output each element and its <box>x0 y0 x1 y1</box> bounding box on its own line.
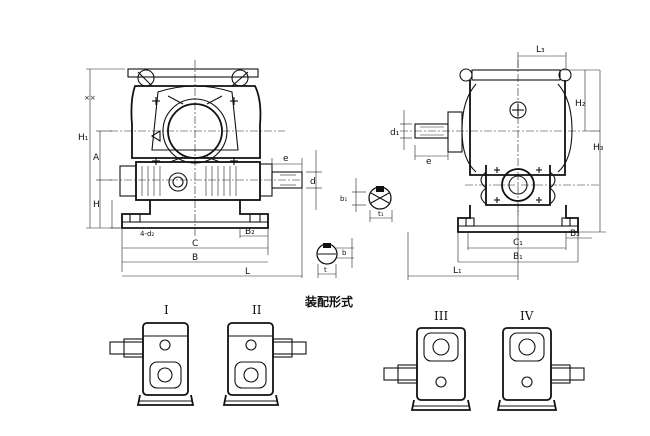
dim-l: L <box>245 267 250 277</box>
dim-b: B <box>192 253 198 263</box>
assembly-type-1: I <box>109 303 195 406</box>
dim-h3: H₃ <box>593 143 604 153</box>
dim-h2: H₂ <box>575 99 586 109</box>
front-view: H₁ A H ×× C B L B₂ 4-d₂ e <box>78 60 322 278</box>
dim-h1: H₁ <box>78 133 89 143</box>
key-detail-1: b₁ t₁ <box>340 178 393 222</box>
dim-h: H <box>93 200 100 210</box>
dim-c1: C₁ <box>513 238 523 248</box>
type-label-3: III <box>434 309 448 323</box>
dim-l1: L₁ <box>453 266 462 276</box>
key-detail-2: b t <box>316 238 354 278</box>
dim-c: C <box>192 239 198 249</box>
dim-key-t: t <box>324 266 327 274</box>
assembly-caption: 装配形式 <box>304 294 353 309</box>
type-label-2: II <box>252 303 262 317</box>
dim-xx: ×× <box>84 94 96 102</box>
dim-b1: b₁ <box>340 195 347 203</box>
dim-d1: d₁ <box>390 128 400 138</box>
type-label-1: I <box>164 303 169 317</box>
dim-e-front: e <box>283 154 289 164</box>
assembly-type-4: IV <box>496 309 585 411</box>
assembly-type-3: III <box>383 309 472 411</box>
dim-t1: t₁ <box>378 210 384 218</box>
dim-e-side: e <box>426 157 432 167</box>
dim-holes: 4-d₂ <box>140 230 154 238</box>
dim-b1: B₁ <box>513 252 523 262</box>
assembly-type-2: II <box>222 303 307 406</box>
dim-key-b: b <box>342 249 347 257</box>
dim-b2: B₂ <box>245 227 255 237</box>
dim-a: A <box>93 153 100 163</box>
side-view: L₃ H₂ H₃ d₁ e C₁ B₃ B₁ L₁ <box>390 45 606 280</box>
dim-d-front: d <box>310 177 316 187</box>
type-label-4: IV <box>520 309 534 323</box>
dim-l3: L₃ <box>536 45 545 55</box>
dim-b3: B₃ <box>570 229 580 239</box>
